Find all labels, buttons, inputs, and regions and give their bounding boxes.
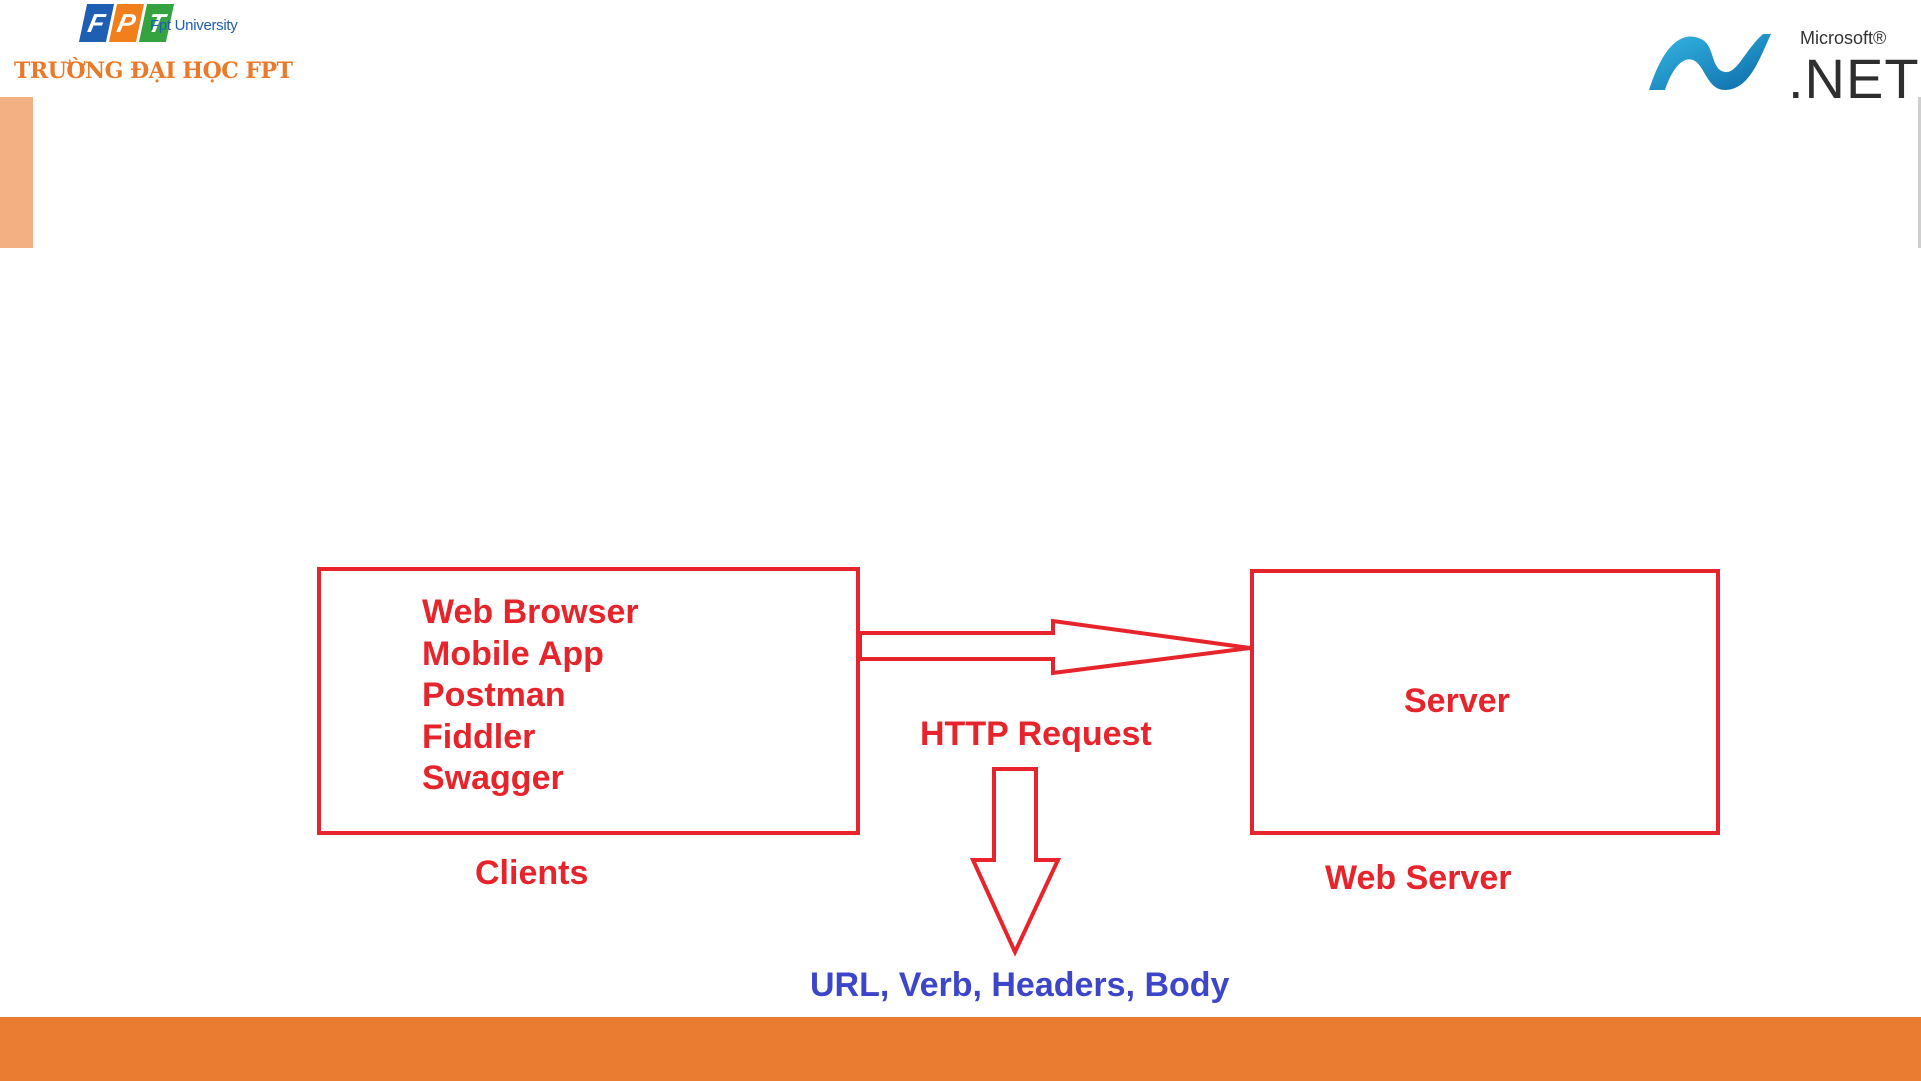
request-details-arrow [973, 769, 1058, 952]
http-request-label: HTTP Request [920, 717, 1152, 751]
clients-caption: Clients [475, 856, 588, 890]
request-details-label: URL, Verb, Headers, Body [810, 968, 1229, 1002]
client-item: Web Browser [422, 592, 639, 634]
client-item: Fiddler [422, 717, 639, 759]
web-server-caption: Web Server [1325, 861, 1511, 895]
footer-bar [0, 1017, 1921, 1081]
http-request-arrow [860, 621, 1250, 673]
clients-list: Web Browser Mobile App Postman Fiddler S… [422, 592, 639, 800]
server-label: Server [1404, 684, 1510, 718]
client-item: Mobile App [422, 634, 639, 676]
client-item: Postman [422, 675, 639, 717]
client-item: Swagger [422, 758, 639, 800]
